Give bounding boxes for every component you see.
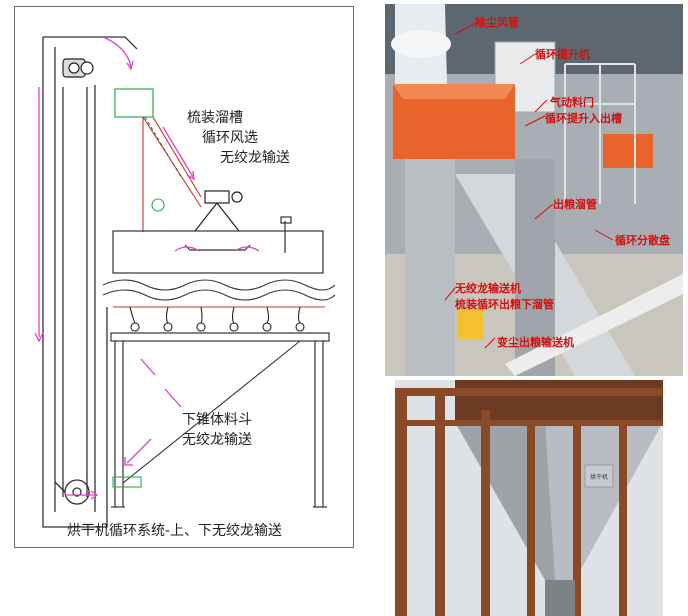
rotary-dischargers: [129, 306, 305, 332]
annotation-elevator: 循环提升机: [535, 48, 590, 61]
dryer-circulation-diagram: 梳装溜槽 循环风选 无绞龙输送 下锥体料斗 无绞龙输送 烘干机循环系统-上、下无…: [14, 6, 354, 548]
lower-frame: [110, 332, 330, 508]
label-chute: 梳装溜槽: [187, 110, 243, 126]
upper-tank: [112, 216, 324, 274]
label-bottom-conveyor: 无绞龙输送: [182, 432, 252, 448]
chute: [142, 116, 202, 232]
installation-photo: 除尘风管 循环提升机 气动料门 循环提升入出槽 出粮溜管 循环分散盘 无绞龙输送…: [385, 4, 683, 376]
annotation-grain-chute: 梳装循环出粮下溜管: [455, 298, 554, 311]
diagram-drawing: [34, 36, 336, 528]
break-line: [102, 279, 336, 291]
bottom-hopper-slope: [122, 340, 301, 484]
label-bottom-hopper: 下锥体料斗: [182, 412, 252, 428]
bottom-outlet: [112, 476, 142, 488]
installation-photo-drawing: [385, 4, 683, 376]
bucket-elevator: [42, 36, 138, 528]
hopper-nameplate: 烘干机: [590, 473, 608, 481]
annotation-duct: 除尘风管: [475, 16, 519, 29]
motor-icon: [62, 58, 94, 78]
annotation-elevator-inlet: 循环提升入出槽: [545, 112, 622, 125]
label-winnowing: 循环风选: [202, 130, 258, 146]
hopper-photo: 烘干机: [395, 380, 663, 616]
annotation-discharge-chute: 出粮溜管: [553, 198, 597, 211]
flow-arrows: [34, 36, 260, 500]
diagram-caption: 烘干机循环系统-上、下无绞龙输送: [67, 523, 283, 539]
hopper-photo-drawing: 烘干机: [395, 380, 663, 616]
top-hopper: [114, 88, 154, 118]
annotation-discharge-box: 循环分散盘: [615, 234, 670, 247]
annotation-shaftless-conveyor: 无绞龙输送机: [455, 282, 521, 295]
annotation-valve: 气动料门: [550, 96, 594, 109]
label-top-conveyor: 无绞龙输送: [220, 150, 290, 166]
sight-window: [151, 198, 165, 212]
annotation-bottom-conveyor: 变尘出粮输送机: [497, 336, 574, 349]
fan-icon: [194, 190, 243, 232]
